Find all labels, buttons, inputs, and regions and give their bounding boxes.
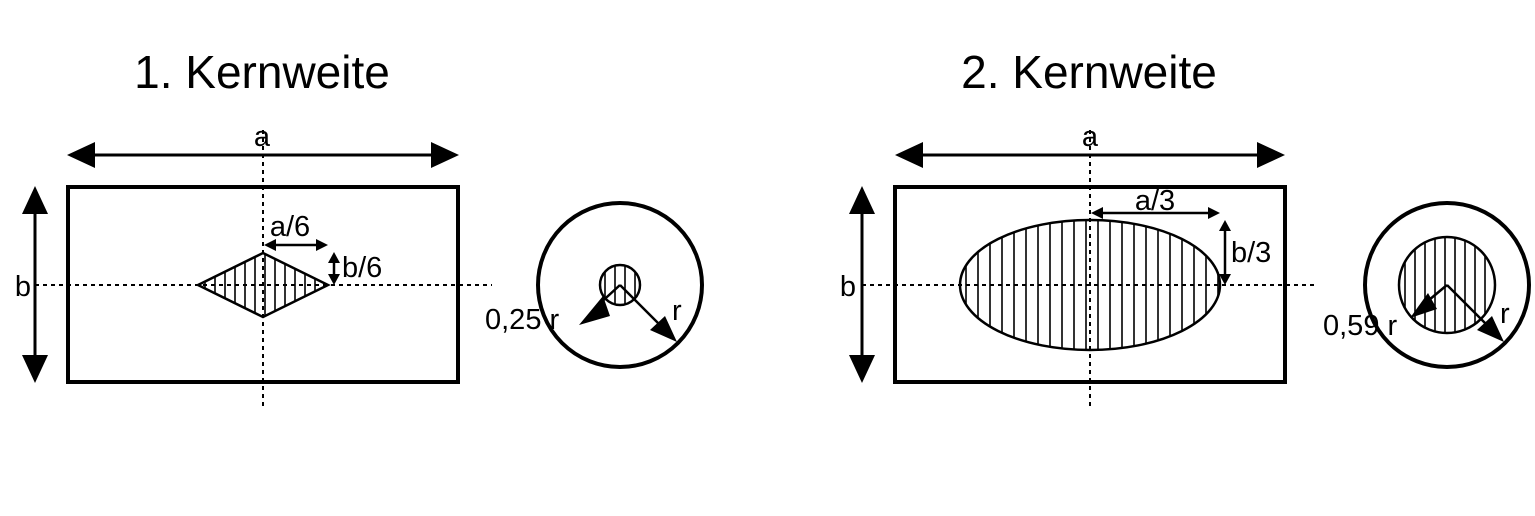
inner-radius-arrow [1410,284,1448,318]
core-half-width-arrow [1091,207,1220,219]
core-half-height-label: b/3 [1231,237,1271,269]
core-half-height-label: b/6 [342,252,382,284]
outer-radius-label: r [672,295,682,327]
core-region-diamond [195,251,331,319]
inner-radius-arrow [579,284,621,325]
core-half-height-arrow [1219,220,1231,285]
inner-radius-label: 0,59 r [1323,310,1397,342]
outer-radius-label: r [1500,298,1510,330]
outer-radius-arrow [1446,284,1504,342]
core-half-width-arrow [264,239,328,251]
panel-title: 1. Kernweite [134,46,390,98]
outer-radius-arrow [619,284,677,342]
height-label: b [15,271,31,303]
core-half-width-label: a/6 [270,211,310,243]
height-label: b [840,271,856,303]
inner-radius-label: 0,25 r [485,304,559,336]
core-half-height-arrow [328,252,340,285]
panel-title: 2. Kernweite [961,46,1217,98]
panel-1: 1. Kernweite a b a/6 [15,46,704,410]
width-label: a [1082,121,1099,153]
width-label: a [254,121,271,153]
panel-2: 2. Kernweite a b a/3 [840,46,1531,410]
core-half-width-label: a/3 [1135,185,1175,217]
